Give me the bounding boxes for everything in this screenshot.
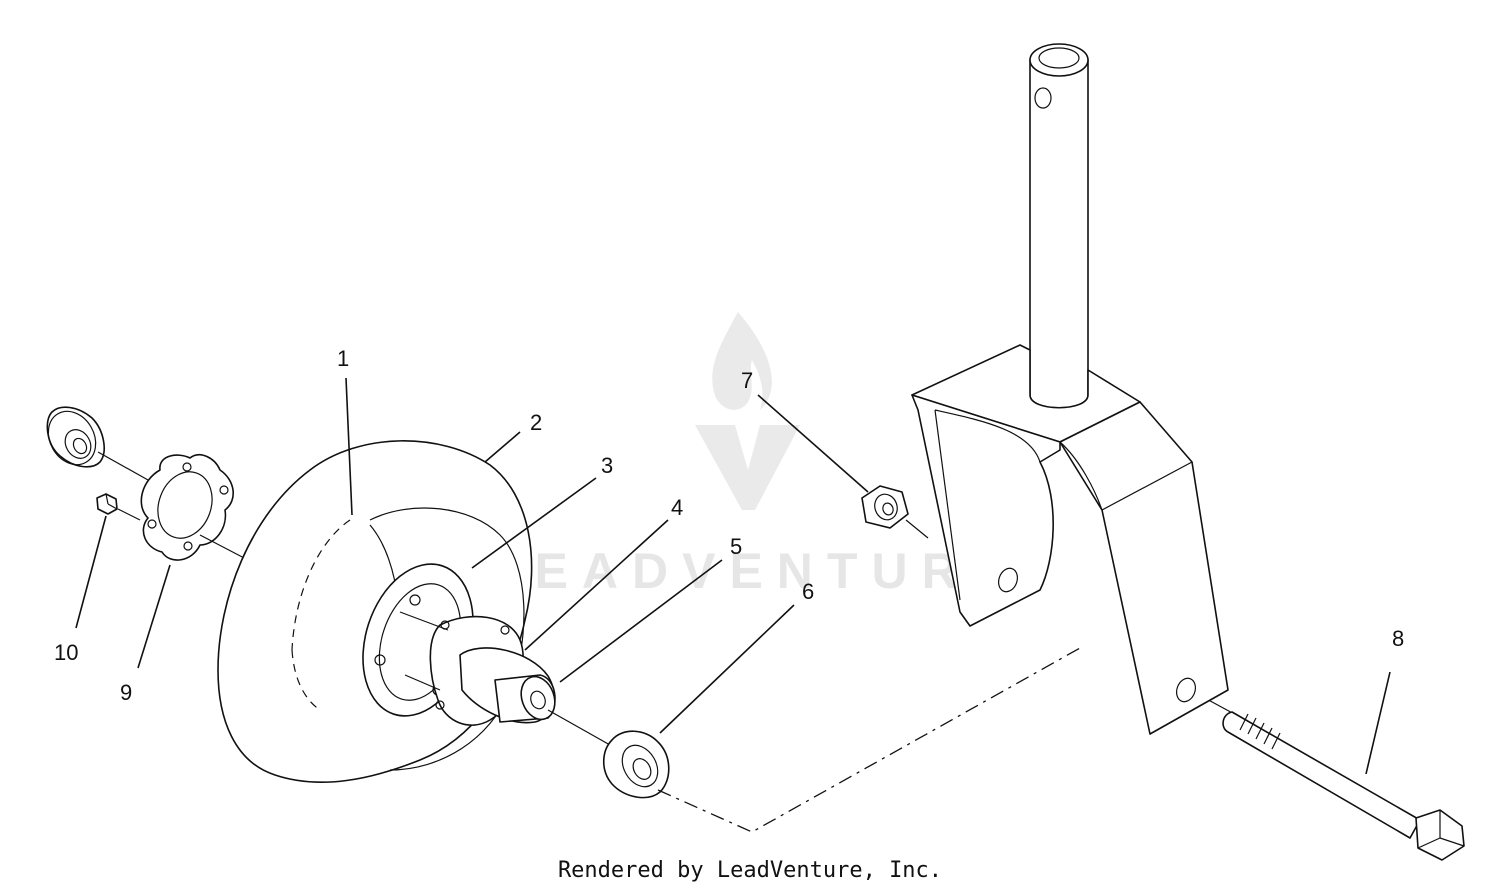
axle-line-right — [547, 709, 611, 746]
leader-6 — [659, 604, 795, 734]
callout-9: 9 — [120, 680, 132, 705]
axle-line-left — [97, 451, 149, 481]
callout-6: 6 — [802, 579, 814, 604]
callout-5: 5 — [730, 534, 742, 559]
bearing-left — [46, 406, 105, 468]
credit-text: Rendered by LeadVenture, Inc. — [557, 858, 943, 883]
part-6-bearing — [602, 730, 670, 799]
callout-8: 8 — [1392, 626, 1404, 651]
callouts: 1 2 3 4 5 6 7 8 9 10 — [54, 346, 1404, 705]
leader-9 — [137, 564, 171, 669]
caster-fork — [911, 43, 1229, 735]
callout-2: 2 — [530, 410, 542, 435]
leader-10 — [75, 515, 107, 629]
callout-10: 10 — [54, 640, 78, 665]
leader-lines — [75, 377, 1391, 775]
part-7-nut — [861, 485, 929, 539]
axle-line-flange — [199, 534, 249, 561]
leader-2 — [484, 431, 521, 463]
axle-line-mid — [117, 508, 141, 521]
callout-3: 3 — [601, 453, 613, 478]
leader-7 — [757, 394, 869, 493]
watermark-text: LEADVENTURE — [490, 543, 1019, 599]
callout-1: 1 — [337, 346, 349, 371]
part-10-nut — [96, 493, 118, 515]
callout-4: 4 — [671, 495, 683, 520]
callout-7: 7 — [741, 368, 753, 393]
leader-5 — [559, 559, 723, 683]
leader-4 — [524, 519, 669, 651]
part-8-bolt — [1222, 711, 1465, 861]
assembly-line — [657, 647, 1081, 833]
leader-3 — [471, 477, 597, 569]
watermark-logo: LEADVENTURE — [490, 312, 1019, 599]
part-5-spacer — [494, 674, 556, 723]
leader-1 — [345, 377, 353, 516]
part-9-flange-plate — [140, 454, 234, 561]
leader-8 — [1365, 671, 1391, 775]
